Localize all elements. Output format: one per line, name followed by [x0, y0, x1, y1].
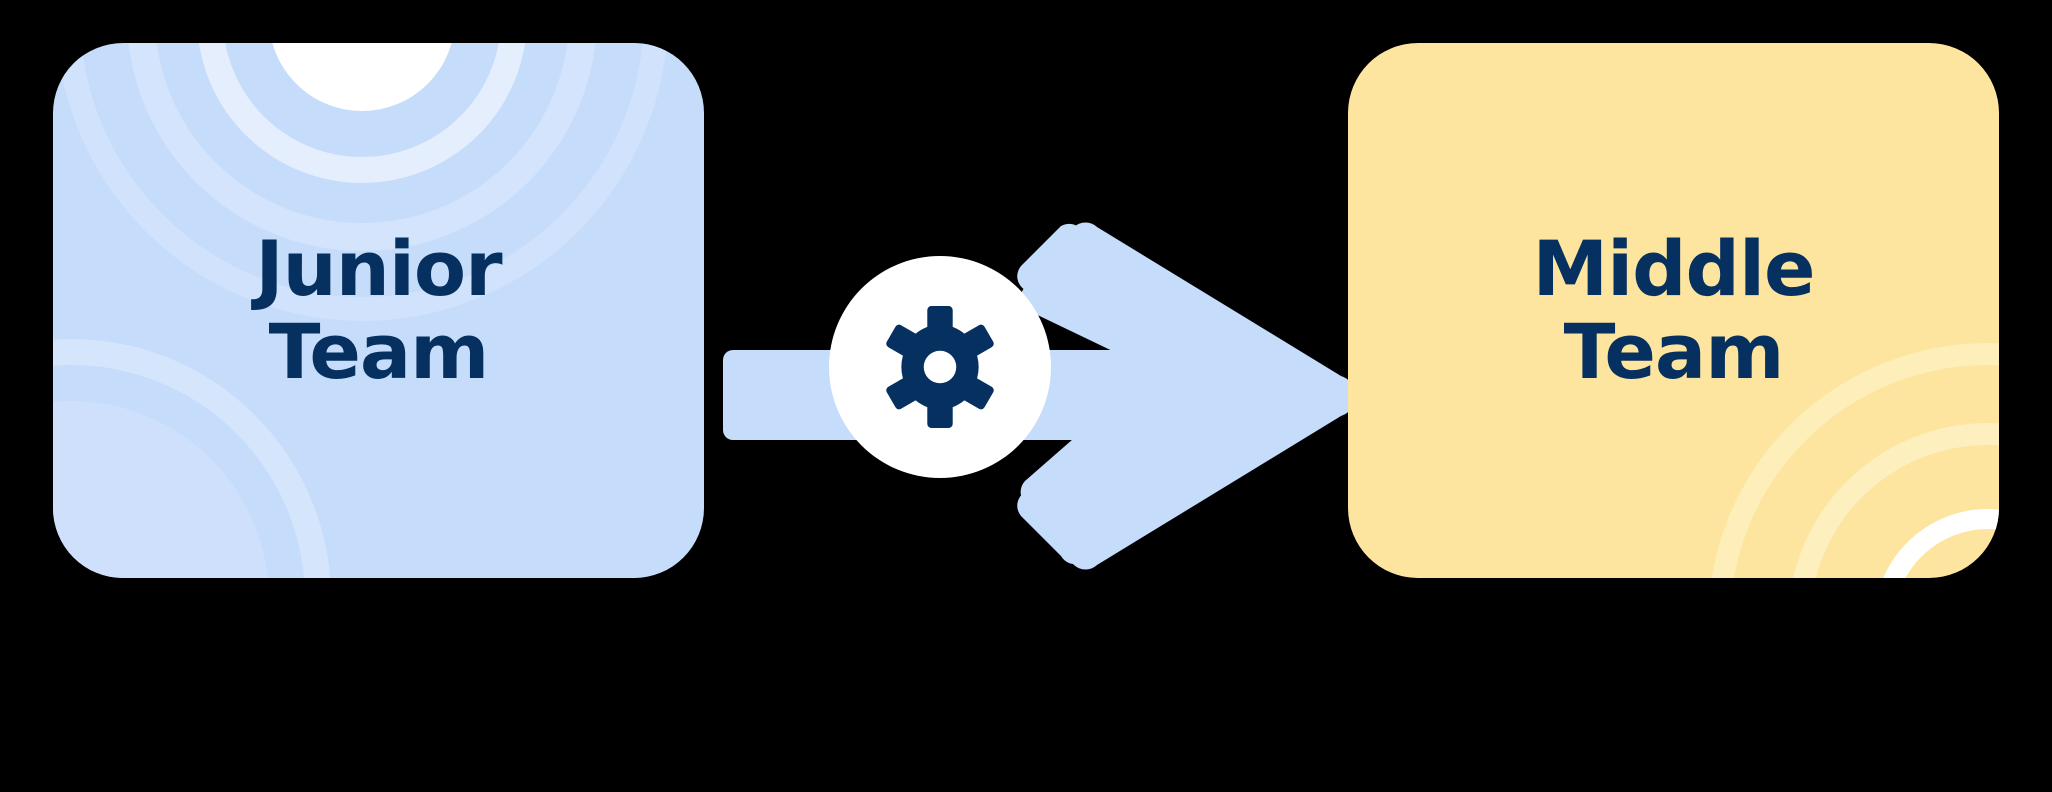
decor-ring-blue-2 — [197, 43, 527, 183]
right-arrow-icon — [723, 222, 1356, 570]
decor-disc-blue-1 — [269, 43, 455, 111]
node-label-junior: Junior Team — [255, 224, 502, 396]
decor-ring-blue-5 — [53, 339, 331, 578]
gear-badge[interactable] — [829, 256, 1051, 478]
decor-ring-white-3 — [1874, 509, 1999, 578]
connector-junior-to-middle — [700, 180, 1360, 600]
decor-ring-yellow-1 — [1708, 343, 1999, 578]
node-card-junior[interactable]: Junior Team — [53, 43, 704, 578]
gear-icon — [886, 306, 994, 428]
decor-ring-yellow-2 — [1788, 423, 1999, 578]
node-label-middle: Middle Team — [1532, 224, 1815, 396]
decor-ring-blue-3 — [127, 43, 597, 251]
decor-circle-blue-6 — [53, 401, 269, 578]
decor-ring-blue-4 — [56, 43, 668, 321]
node-card-middle[interactable]: Middle Team — [1348, 43, 1999, 578]
